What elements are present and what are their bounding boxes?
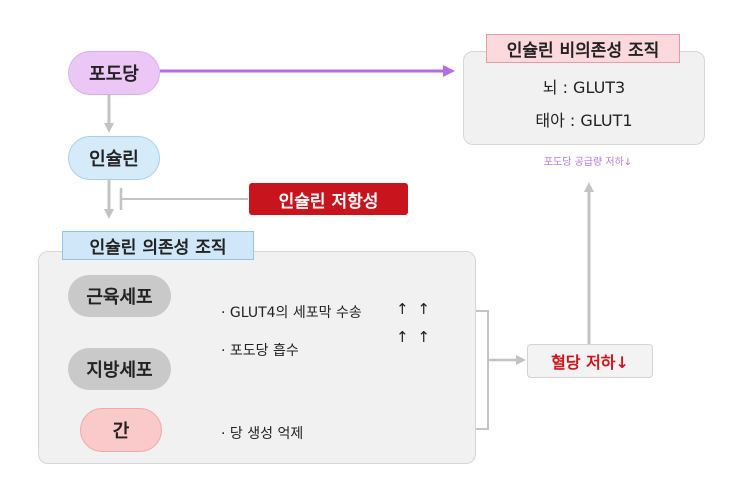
dependent-tissue-title-text: 인슐린 의존성 조직 xyxy=(89,238,227,258)
glucose-label: 포도당 xyxy=(89,64,139,85)
glut4-increase-arrows: ↑ ↑ xyxy=(396,300,432,318)
insulin-label: 인슐린 xyxy=(89,149,139,170)
dependent-tissue-title: 인슐린 의존성 조직 xyxy=(62,231,254,260)
insulin-resistance-box: 인슐린 저항성 xyxy=(249,183,408,215)
muscle-cell-label: 근육세포 xyxy=(86,287,153,308)
insulin-node: 인슐린 xyxy=(68,136,160,180)
independent-tissue-panel: 뇌 : GLUT3 태아 : GLUT1 xyxy=(463,51,705,145)
blood-glucose-drop-label: 혈당 저하↓ xyxy=(551,353,629,372)
liver-node: 간 xyxy=(80,408,162,452)
glucose-node: 포도당 xyxy=(68,51,160,95)
independent-tissue-title: 인슐린 비의존성 조직 xyxy=(486,34,680,63)
fat-cell-label: 지방세포 xyxy=(86,360,153,381)
independent-tissue-title-text: 인슐린 비의존성 조직 xyxy=(506,41,660,61)
glucose-supply-note: 포도당 공급량 저하↓ xyxy=(543,157,633,168)
liver-label: 간 xyxy=(112,421,130,442)
insulin-resistance-label: 인슐린 저항성 xyxy=(278,191,379,212)
glucose-uptake-text: · 포도당 흡수 xyxy=(221,343,299,359)
glut4-transport-text: · GLUT4의 세포막 수송 xyxy=(221,305,362,321)
fat-cell-node: 지방세포 xyxy=(68,348,171,390)
gluconeogenesis-inhibition-text: · 당 생성 억제 xyxy=(221,426,304,442)
brain-glut3: 뇌 : GLUT3 xyxy=(542,78,626,97)
uptake-increase-arrows: ↑ ↑ xyxy=(396,328,432,346)
fetus-glut1: 태아 : GLUT1 xyxy=(535,111,633,130)
muscle-cell-node: 근육세포 xyxy=(68,275,171,317)
blood-glucose-drop-box: 혈당 저하↓ xyxy=(527,344,653,378)
